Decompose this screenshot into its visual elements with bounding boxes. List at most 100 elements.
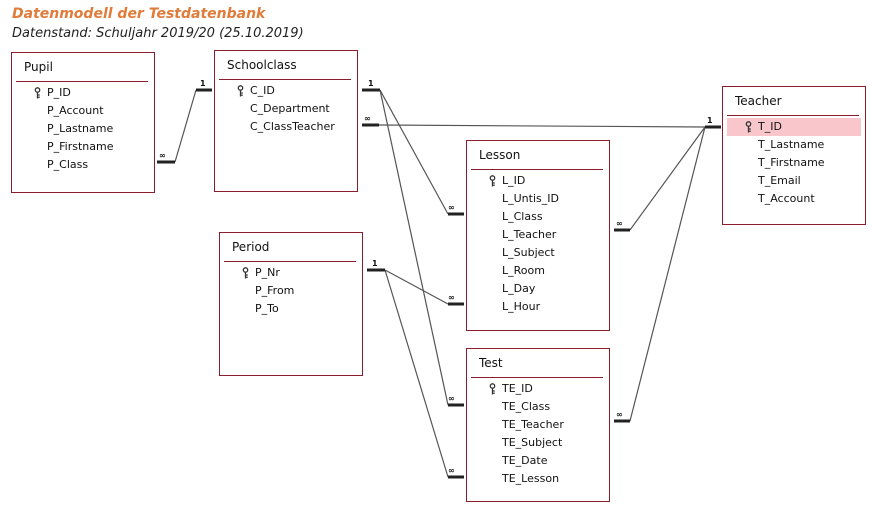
field-name: P_ID	[47, 86, 71, 99]
field-l-untis-id[interactable]: L_Untis_ID	[467, 190, 609, 208]
field-c-department[interactable]: C_Department	[215, 100, 357, 118]
field-p-from[interactable]: P_From	[220, 282, 362, 300]
field-l-day[interactable]: L_Day	[467, 280, 609, 298]
field-p-nr[interactable]: P_Nr	[220, 264, 362, 282]
field-l-hour[interactable]: L_Hour	[467, 298, 609, 316]
field-c-id[interactable]: C_ID	[215, 82, 357, 100]
field-te-subject[interactable]: TE_Subject	[467, 434, 609, 452]
relationship-line-schoolclass-test	[379, 89, 449, 406]
primary-key-icon	[489, 175, 496, 187]
relationship-line-schoolclass-pupil	[174, 89, 197, 163]
field-name: L_ID	[502, 174, 526, 187]
table-pupil[interactable]: Pupil P_ID P_Account P_Lastname P_Firstn…	[11, 52, 155, 193]
field-p-firstname[interactable]: P_Firstname	[12, 138, 154, 156]
table-header-divider	[224, 261, 356, 262]
relationship-line-schoolclass-lesson	[379, 89, 449, 215]
field-name: TE_Class	[502, 400, 551, 413]
cardinality-many: ∞	[364, 114, 371, 123]
primary-key-icon	[489, 383, 496, 395]
field-name: TE_Lesson	[502, 472, 560, 485]
field-te-class[interactable]: TE_Class	[467, 398, 609, 416]
table-header-divider	[471, 377, 603, 378]
field-name: L_Room	[502, 264, 545, 277]
field-te-date[interactable]: TE_Date	[467, 452, 609, 470]
field-name: TE_Date	[502, 454, 548, 467]
table-name-lesson: Lesson	[479, 148, 521, 162]
field-p-lastname[interactable]: P_Lastname	[12, 120, 154, 138]
field-t-email[interactable]: T_Email	[723, 172, 865, 190]
relationship-line-period-lesson	[384, 269, 449, 305]
field-name: L_Untis_ID	[502, 192, 559, 205]
field-t-id[interactable]: T_ID	[727, 118, 861, 136]
field-te-lesson[interactable]: TE_Lesson	[467, 470, 609, 488]
cardinality-many: ∞	[448, 203, 455, 212]
relationship-line-teacher-lesson	[629, 126, 706, 231]
table-test[interactable]: Test TE_ID TE_Class TE_Teacher TE_Subjec…	[466, 348, 610, 502]
field-name: L_Class	[502, 210, 543, 223]
relationship-line-period-test	[384, 269, 449, 478]
table-period[interactable]: Period P_Nr P_From P_To	[219, 232, 363, 376]
diagram-subtitle: Datenstand: Schuljahr 2019/20 (25.10.201…	[12, 26, 304, 41]
table-name-schoolclass: Schoolclass	[227, 58, 297, 72]
field-l-subject[interactable]: L_Subject	[467, 244, 609, 262]
cardinality-one: 1	[200, 79, 206, 88]
table-header-divider	[16, 81, 148, 82]
field-name: P_Class	[47, 158, 89, 171]
table-lesson[interactable]: Lesson L_ID L_Untis_ID L_Class L_Teacher…	[466, 140, 610, 331]
field-p-id[interactable]: P_ID	[12, 84, 154, 102]
field-name: L_Subject	[502, 246, 555, 259]
field-name: T_ID	[758, 120, 782, 133]
field-name: L_Hour	[502, 300, 541, 313]
cardinality-one: 1	[368, 79, 374, 88]
table-header-divider	[727, 115, 859, 116]
field-name: C_ID	[250, 84, 275, 97]
field-name: TE_Subject	[502, 436, 563, 449]
field-l-class[interactable]: L_Class	[467, 208, 609, 226]
field-l-id[interactable]: L_ID	[467, 172, 609, 190]
field-name: T_Email	[758, 174, 801, 187]
field-name: T_Account	[758, 192, 815, 205]
field-t-firstname[interactable]: T_Firstname	[723, 154, 865, 172]
field-name: P_Firstname	[47, 140, 114, 153]
table-name-period: Period	[232, 240, 270, 254]
field-l-room[interactable]: L_Room	[467, 262, 609, 280]
cardinality-many: ∞	[448, 394, 455, 403]
primary-key-icon	[242, 267, 249, 279]
primary-key-icon	[745, 121, 752, 133]
cardinality-many: ∞	[616, 410, 623, 419]
field-name: P_Lastname	[47, 122, 114, 135]
field-name: C_Department	[250, 102, 330, 115]
primary-key-icon	[237, 85, 244, 97]
field-name: TE_ID	[502, 382, 533, 395]
field-te-teacher[interactable]: TE_Teacher	[467, 416, 609, 434]
table-header-divider	[219, 79, 351, 80]
field-name: C_ClassTeacher	[250, 120, 335, 133]
field-name: T_Lastname	[758, 138, 825, 151]
table-schoolclass[interactable]: Schoolclass C_ID C_Department C_ClassTea…	[214, 50, 358, 192]
cardinality-many: ∞	[159, 151, 166, 160]
table-teacher[interactable]: Teacher T_ID T_Lastname T_Firstname T_Em…	[722, 86, 866, 225]
relationship-line-teacher-schoolclass	[378, 124, 706, 128]
field-c-classteacher[interactable]: C_ClassTeacher	[215, 118, 357, 136]
field-p-account[interactable]: P_Account	[12, 102, 154, 120]
cardinality-many: ∞	[448, 466, 455, 475]
table-name-teacher: Teacher	[735, 94, 782, 108]
field-t-account[interactable]: T_Account	[723, 190, 865, 208]
field-te-id[interactable]: TE_ID	[467, 380, 609, 398]
diagram-title: Datenmodell der Testdatenbank	[12, 6, 266, 22]
cardinality-one: 1	[707, 116, 713, 125]
field-name: TE_Teacher	[502, 418, 564, 431]
field-name: P_To	[255, 302, 279, 315]
field-name: L_Teacher	[502, 228, 557, 241]
field-p-class[interactable]: P_Class	[12, 156, 154, 174]
table-name-test: Test	[479, 356, 503, 370]
primary-key-icon	[34, 87, 41, 99]
cardinality-many: ∞	[448, 293, 455, 302]
cardinality-many: ∞	[616, 219, 623, 228]
field-l-teacher[interactable]: L_Teacher	[467, 226, 609, 244]
field-p-to[interactable]: P_To	[220, 300, 362, 318]
table-name-pupil: Pupil	[24, 60, 53, 74]
field-name: P_Account	[47, 104, 104, 117]
field-t-lastname[interactable]: T_Lastname	[723, 136, 865, 154]
